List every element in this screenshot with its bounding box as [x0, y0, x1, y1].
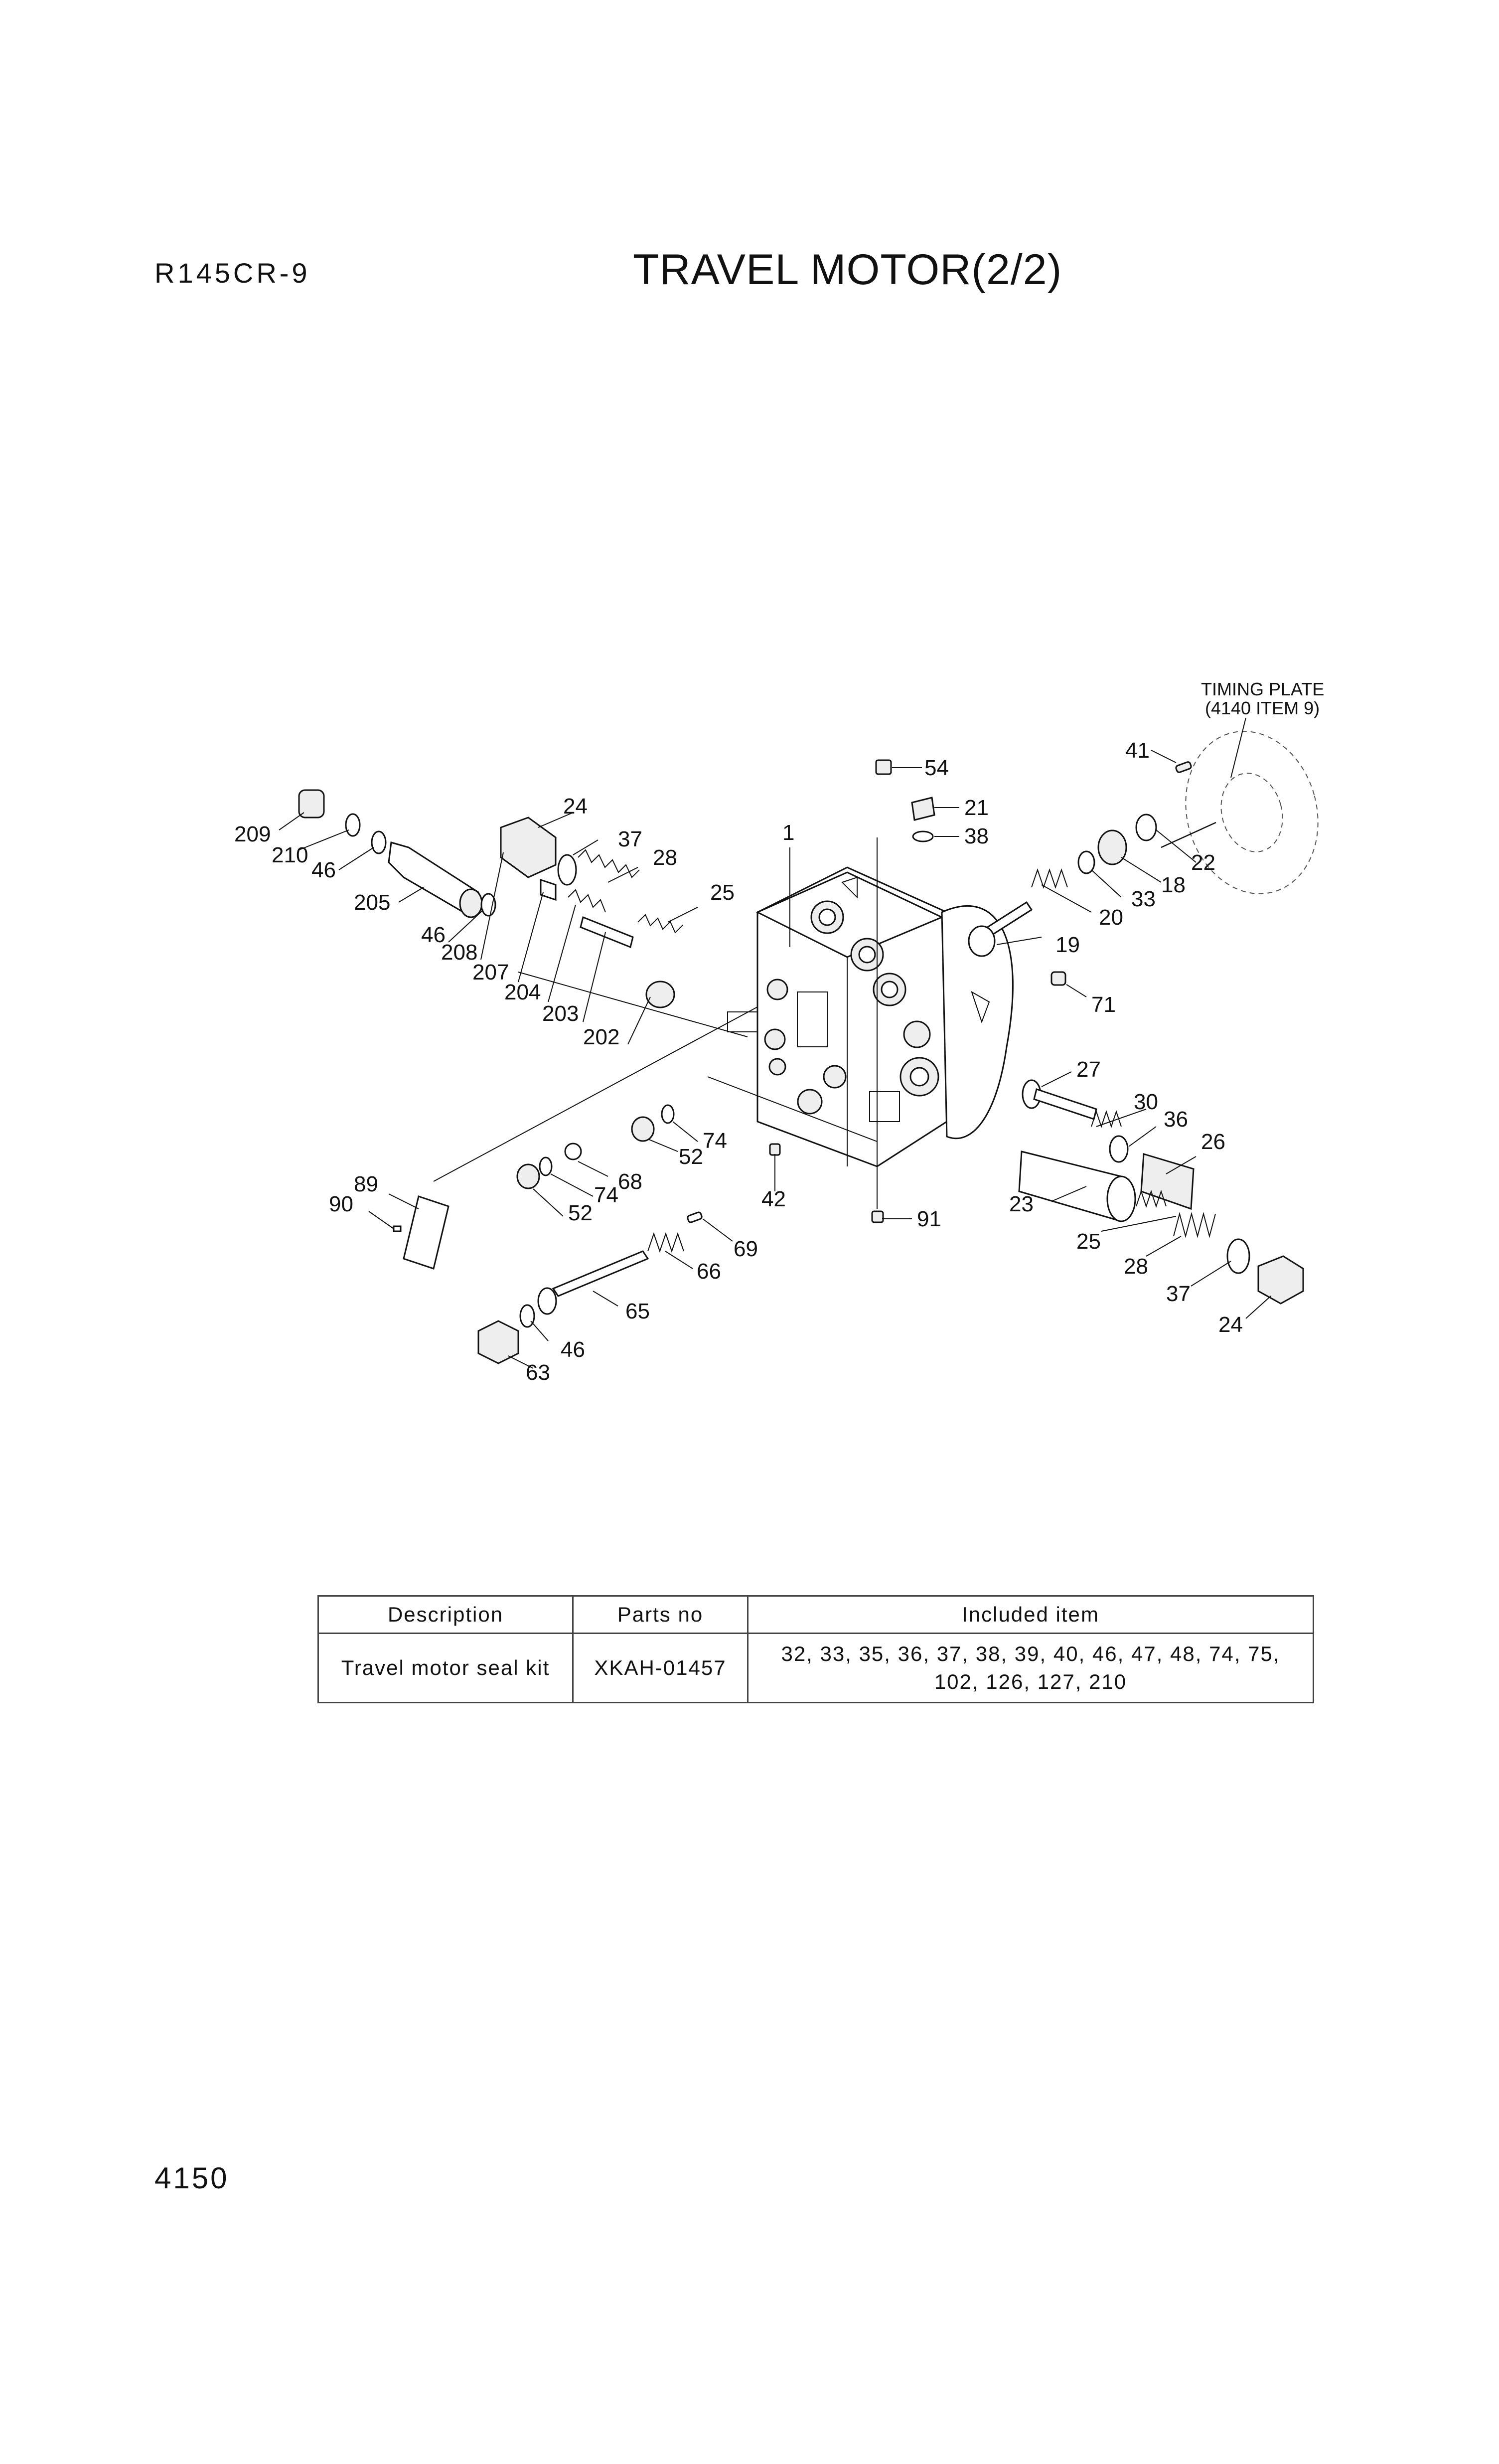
callout-90: 90 — [329, 1192, 353, 1216]
callout-leader-lines — [279, 750, 1271, 1369]
timing-plate-phantom — [1161, 731, 1319, 894]
callout-18: 18 — [1161, 873, 1186, 897]
callout-69: 69 — [734, 1237, 758, 1261]
callout-26: 26 — [1201, 1130, 1225, 1154]
callout-28-lower: 28 — [1124, 1254, 1148, 1279]
callout-68: 68 — [618, 1169, 642, 1194]
seal-kit-table: Description Parts no Included item Trave… — [317, 1595, 1314, 1703]
callout-203: 203 — [542, 1001, 579, 1026]
callout-202: 202 — [583, 1025, 619, 1049]
callout-71: 71 — [1091, 992, 1116, 1017]
callout-52-lower: 52 — [568, 1201, 593, 1225]
timing-plate-note-line2: (4140 ITEM 9) — [1205, 698, 1320, 718]
callout-52-upper: 52 — [679, 1145, 703, 1169]
motor-casing — [727, 866, 1014, 1167]
callout-36: 36 — [1164, 1107, 1188, 1132]
callout-74-lower: 74 — [594, 1183, 618, 1207]
callout-63: 63 — [526, 1360, 550, 1385]
callout-37-lower: 37 — [1166, 1282, 1191, 1306]
callout-91: 91 — [917, 1207, 941, 1231]
callout-27: 27 — [1076, 1057, 1101, 1082]
callout-1: 1 — [782, 821, 794, 845]
page-number: 4150 — [154, 2161, 229, 2195]
callout-46-upper: 46 — [311, 858, 336, 882]
table-row: Travel motor seal kit XKAH-01457 32, 33,… — [317, 1633, 1314, 1703]
left-lower-parts — [393, 1104, 781, 1364]
callout-46-mid: 46 — [421, 923, 446, 947]
callout-24-lower: 24 — [1218, 1313, 1243, 1337]
callout-207: 207 — [472, 960, 509, 985]
callout-209: 209 — [234, 822, 271, 846]
cell-parts-no: XKAH-01457 — [572, 1633, 749, 1703]
header-included-item: Included item — [747, 1595, 1314, 1634]
timing-plate-note-line1: TIMING PLATE — [1201, 679, 1324, 699]
callout-30: 30 — [1134, 1090, 1158, 1114]
callout-37-upper: 37 — [618, 827, 642, 851]
callout-33: 33 — [1131, 887, 1156, 911]
cell-included-items: 32, 33, 35, 36, 37, 38, 39, 40, 46, 47, … — [747, 1633, 1314, 1703]
callout-28-upper: 28 — [653, 845, 677, 870]
callout-205: 205 — [354, 890, 390, 915]
callout-208: 208 — [441, 940, 477, 965]
callout-21: 21 — [964, 796, 989, 820]
table-header-row: Description Parts no Included item — [317, 1595, 1314, 1634]
header-description: Description — [317, 1595, 574, 1634]
included-items-line2: 102, 126, 127, 210 — [934, 1670, 1127, 1693]
left-upper-parts — [298, 789, 683, 1008]
callout-25-lower: 25 — [1076, 1229, 1101, 1254]
callout-20: 20 — [1099, 905, 1123, 930]
callout-210: 210 — [272, 843, 308, 867]
callout-204: 204 — [504, 980, 541, 1004]
model-code: R145CR-9 — [154, 257, 310, 289]
callout-42: 42 — [761, 1187, 786, 1211]
callout-23: 23 — [1009, 1192, 1034, 1216]
header-parts-no: Parts no — [572, 1595, 749, 1634]
callout-19: 19 — [1055, 933, 1080, 957]
part-callouts: 1 209 210 46 205 46 208 207 204 203 202 … — [234, 738, 1243, 1385]
callout-65: 65 — [625, 1299, 650, 1323]
callout-74-upper: 74 — [703, 1129, 727, 1153]
cell-description: Travel motor seal kit — [317, 1633, 574, 1703]
page-title: TRAVEL MOTOR(2/2) — [633, 246, 1062, 294]
right-lower-parts — [871, 1079, 1304, 1305]
callout-46-lower: 46 — [561, 1337, 585, 1362]
callout-38: 38 — [964, 824, 989, 848]
callout-25-upper: 25 — [710, 880, 735, 905]
included-items-line1: 32, 33, 35, 36, 37, 38, 39, 40, 46, 47, … — [781, 1642, 1280, 1665]
callout-89: 89 — [354, 1172, 378, 1196]
callout-54: 54 — [924, 756, 949, 780]
callout-66: 66 — [697, 1259, 721, 1284]
callout-41: 41 — [1125, 738, 1150, 763]
callout-24-upper: 24 — [563, 794, 588, 819]
callout-22: 22 — [1191, 850, 1215, 875]
right-upper-parts — [875, 759, 1192, 986]
center-leader-lines — [433, 837, 878, 1209]
